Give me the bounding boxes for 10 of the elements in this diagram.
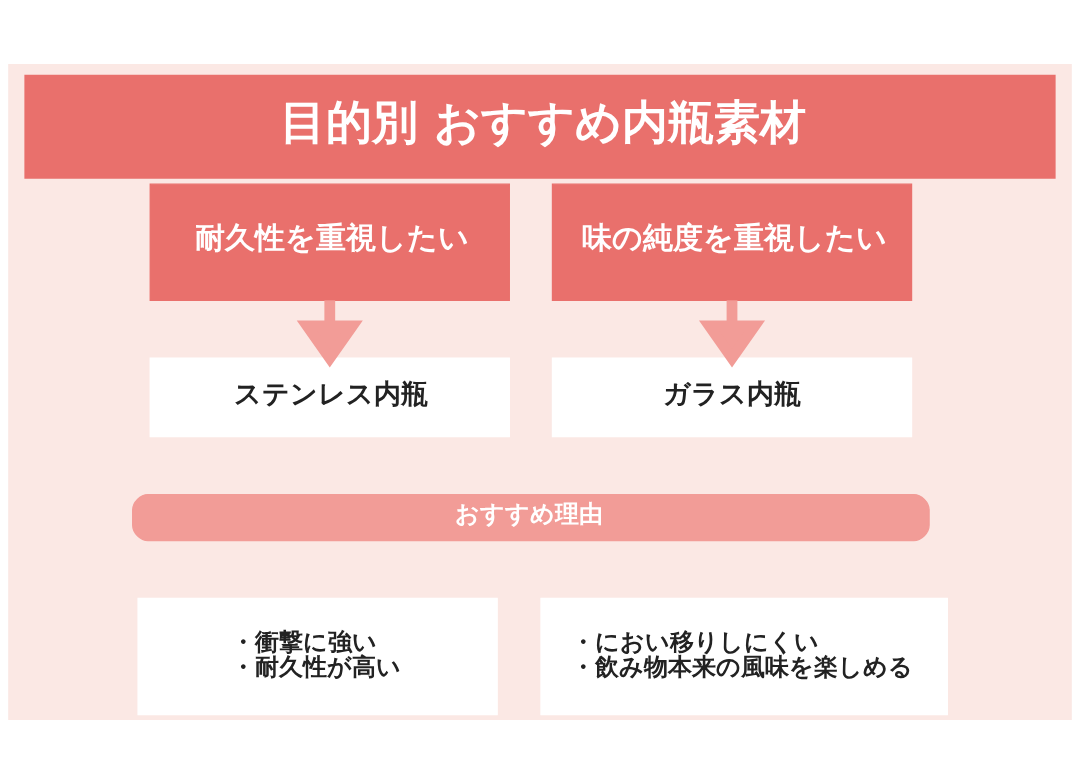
node-box: 味の純度を重視したい (551, 183, 913, 301)
diagram-title: 目的別 おすすめ内瓶素材 (280, 94, 807, 149)
arrow (296, 300, 363, 368)
arrow (698, 300, 766, 368)
node-box: 耐久性を重視したい (149, 183, 510, 301)
node-box: おすすめ理由 (132, 493, 930, 542)
node-box: ステンレス内瓶 (149, 357, 510, 438)
node-box: ・におい移りしにくい ・飲み物本来の風味を楽しめる (540, 597, 948, 716)
node-box: ガラス内瓶 (551, 357, 913, 438)
node-box: ・衝撃に強い ・耐久性が高い (137, 597, 498, 716)
